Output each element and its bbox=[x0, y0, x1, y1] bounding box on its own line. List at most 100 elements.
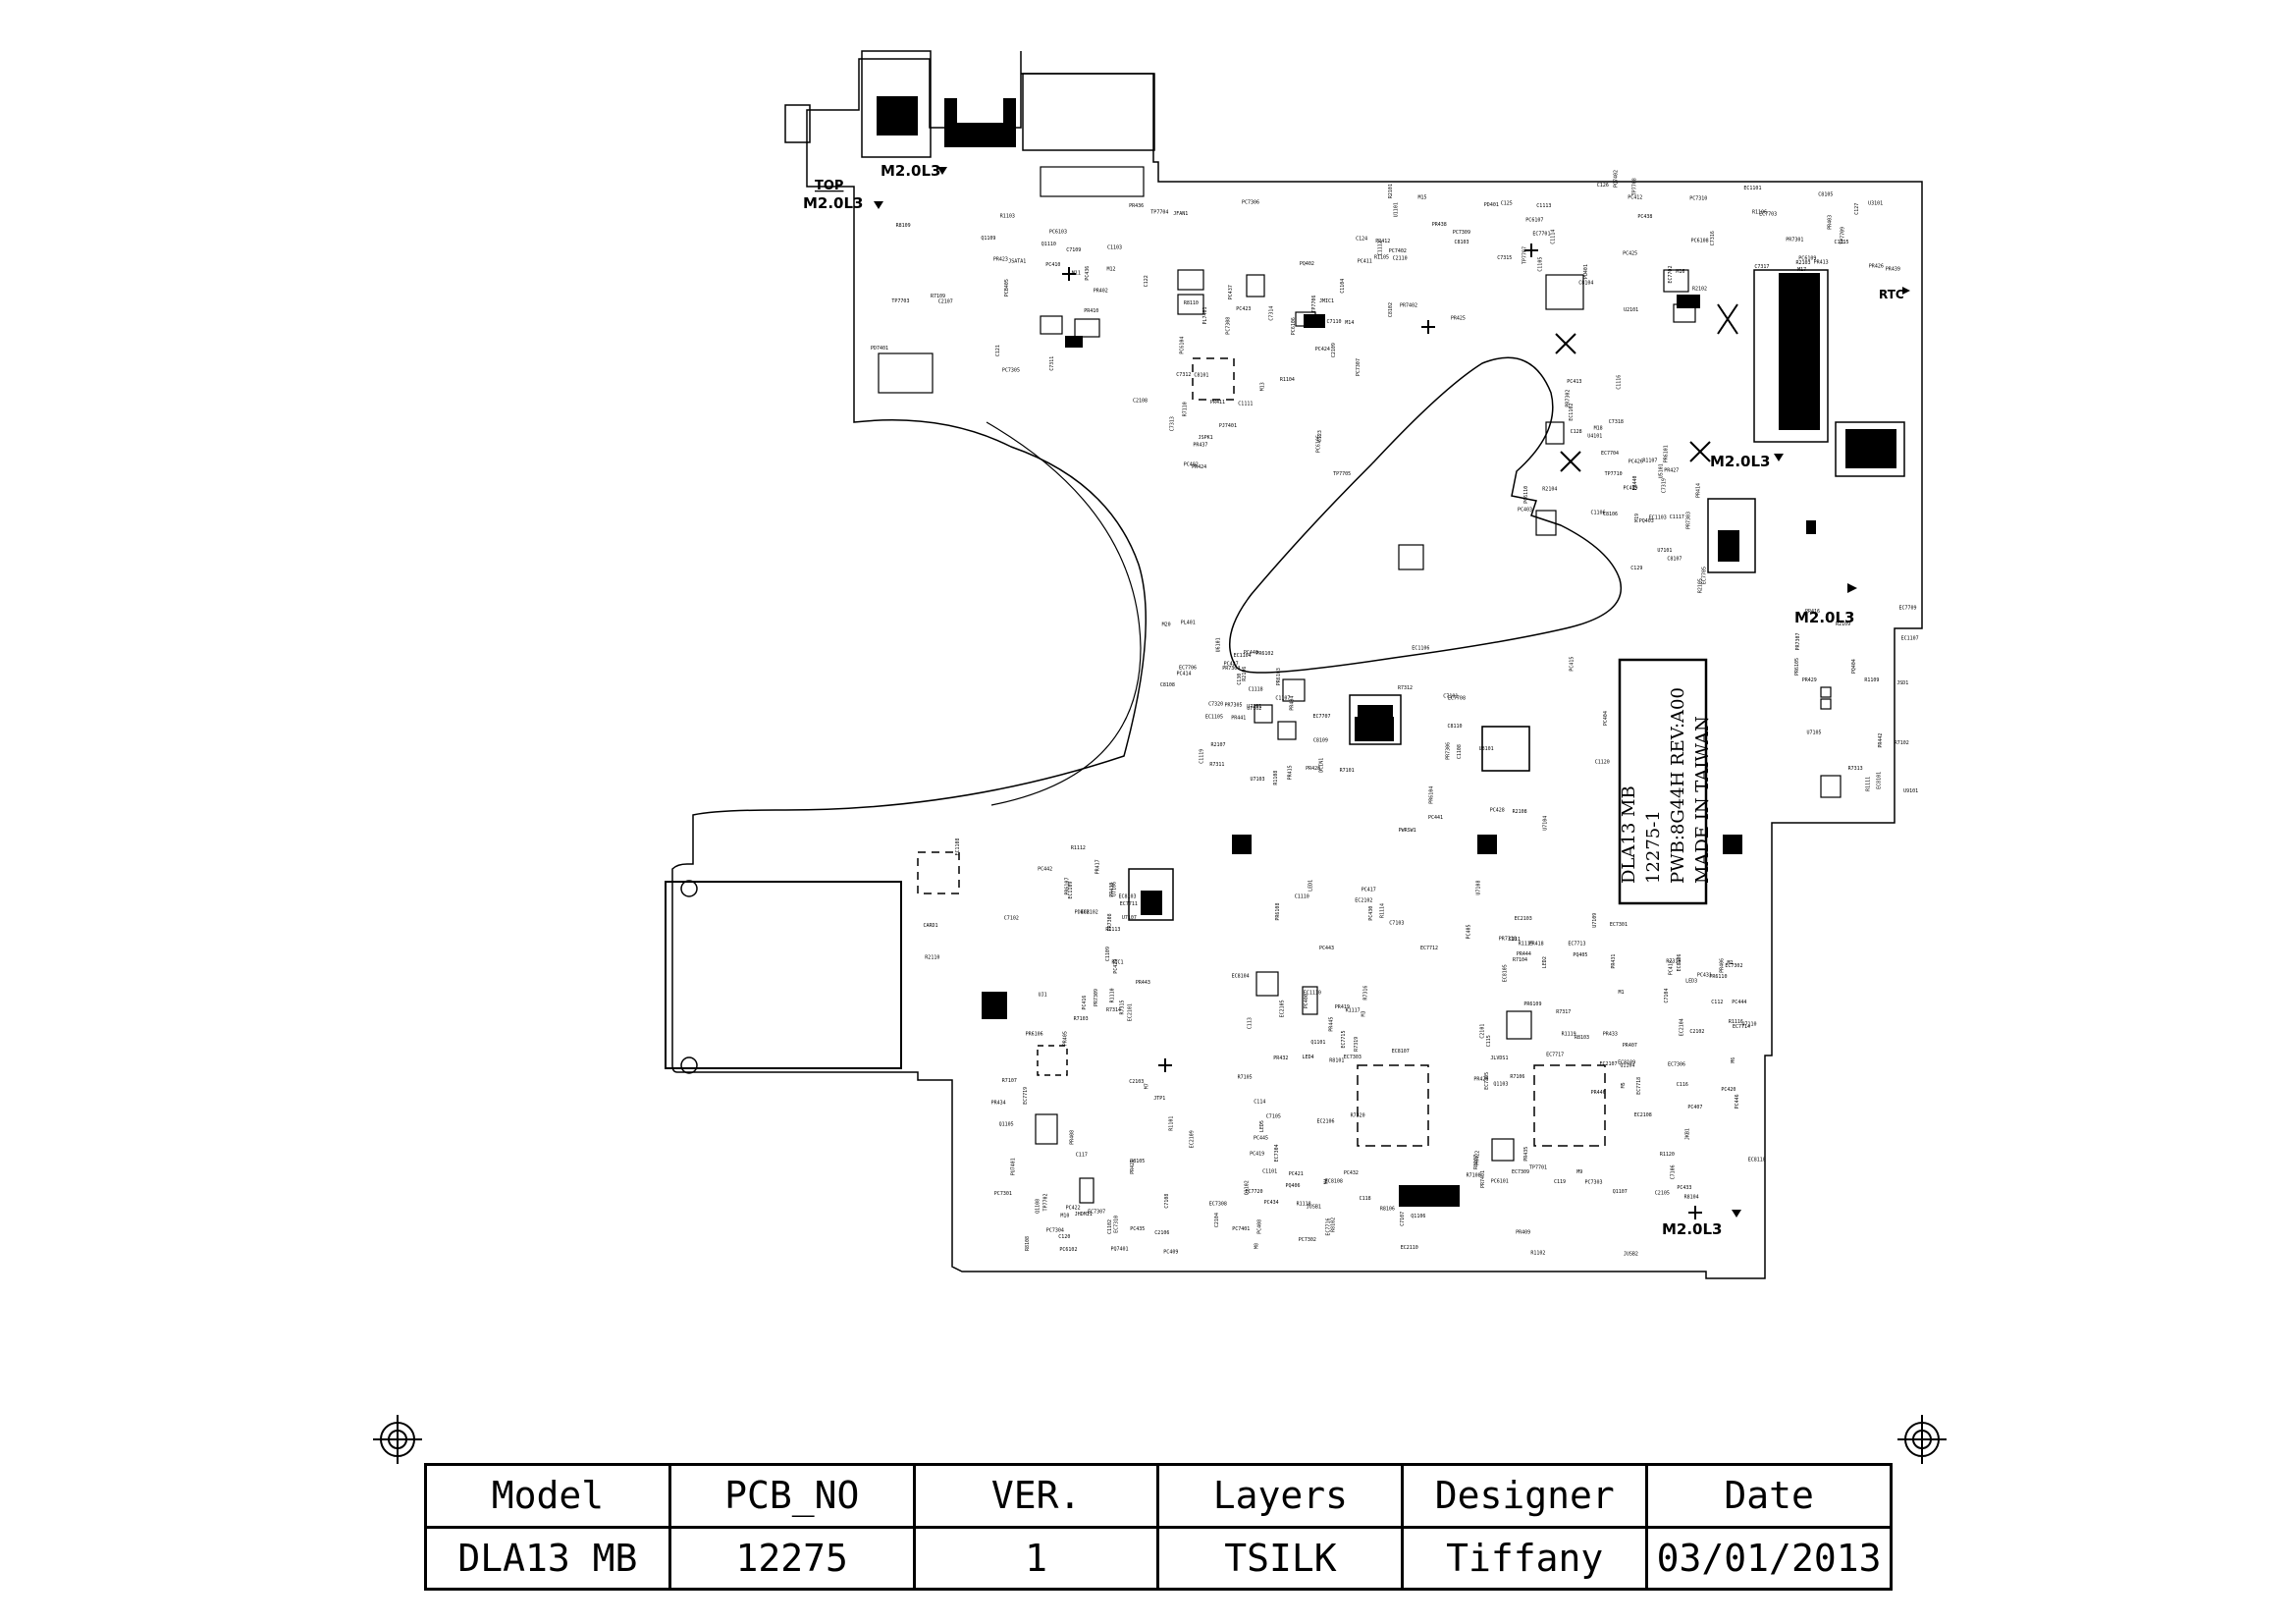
component-designator: M8 bbox=[1254, 1243, 1259, 1249]
fiducial-2 bbox=[1477, 835, 1497, 854]
component-designator: M18 bbox=[1594, 426, 1603, 432]
component-designator: C7316 bbox=[1710, 231, 1716, 245]
component-designator: EC7709 bbox=[1899, 605, 1917, 611]
component-designator: EC1107 bbox=[1901, 635, 1919, 641]
component-designator: R7318 bbox=[1666, 958, 1681, 964]
component-designator: R8105 bbox=[1130, 1159, 1145, 1164]
component-designator: PC439 bbox=[1624, 485, 1638, 491]
chip-ec bbox=[1545, 274, 1584, 310]
component-designator: JUSB2 bbox=[1624, 1252, 1638, 1258]
component-designator: C7101 bbox=[1443, 693, 1458, 699]
component-designator: PQ405 bbox=[1573, 952, 1587, 958]
component-designator: R1112 bbox=[1071, 845, 1086, 851]
component-designator: PC418 bbox=[1669, 960, 1675, 975]
component-designator: PC410 bbox=[1045, 262, 1060, 268]
storage-connector-body bbox=[1779, 273, 1820, 430]
component-designator: R8109 bbox=[896, 223, 911, 229]
component-designator: C8104 bbox=[1578, 280, 1593, 286]
dc-jack-outline bbox=[861, 50, 932, 158]
component-designator: C8110 bbox=[1448, 724, 1463, 730]
component-designator: U7101 bbox=[1657, 548, 1672, 554]
pwb-text: PWB:8G44H REV:A00 bbox=[1668, 687, 1688, 884]
component-designator: PC412 bbox=[1628, 195, 1642, 201]
component-designator: PR406 bbox=[1719, 958, 1725, 973]
component-designator: U7201 bbox=[1247, 704, 1261, 710]
component-designator: R2110 bbox=[925, 955, 939, 961]
component-designator: PR429 bbox=[1802, 677, 1817, 683]
component-designator: C2103 bbox=[1129, 1079, 1144, 1085]
dc-jack-body bbox=[877, 96, 918, 135]
component-designator: PC421 bbox=[1289, 1171, 1304, 1177]
component-designator: TP7705 bbox=[1333, 471, 1351, 477]
component-designator: PC405 bbox=[1467, 924, 1472, 939]
component-designator: PC7306 bbox=[1242, 199, 1259, 205]
component-designator: PC441 bbox=[1428, 815, 1443, 821]
component-designator: C7106 bbox=[1671, 1164, 1677, 1179]
component-designator: U7104 bbox=[1542, 816, 1548, 831]
component-designator: C7108 bbox=[1164, 1194, 1170, 1209]
component-designator: PR7303 bbox=[1685, 512, 1691, 529]
component-designator: PWRSW1 bbox=[1399, 828, 1416, 834]
rtc-battery-holder bbox=[1707, 498, 1756, 573]
component-designator: R7102 bbox=[1895, 740, 1909, 746]
component-designator: C8106 bbox=[1603, 512, 1618, 517]
component-designator: R7314 bbox=[1106, 1007, 1121, 1013]
component-designator: C7102 bbox=[1004, 916, 1019, 922]
component-designator: PQ404 bbox=[1851, 659, 1857, 674]
cross-markers bbox=[1062, 244, 1738, 1219]
chip-outline-dashed-1 bbox=[1192, 357, 1235, 401]
component-designator: R1113 bbox=[1105, 927, 1120, 933]
component-designator: C116 bbox=[1677, 1082, 1688, 1088]
component-designator: PC404 bbox=[1603, 711, 1609, 726]
component-designator: PR419 bbox=[1335, 1004, 1350, 1010]
component-designator: PC6104 bbox=[1179, 337, 1185, 354]
component-designator: EC2110 bbox=[1401, 1245, 1418, 1251]
component-designator: TP7710 bbox=[1605, 471, 1623, 477]
component-designator: U7110 bbox=[1742, 1022, 1757, 1028]
power-inductor-u bbox=[944, 98, 1016, 147]
component-designator: C1120 bbox=[1595, 759, 1610, 765]
component-designator: M1 bbox=[1619, 990, 1625, 996]
component-designator: EC7713 bbox=[1568, 942, 1585, 947]
component-designator: C2107 bbox=[938, 299, 953, 305]
component-designator: PC437 bbox=[1228, 285, 1234, 299]
component-designator: EC7718 bbox=[1636, 1077, 1642, 1095]
battery-connector-body bbox=[1845, 429, 1896, 468]
component-designator: PR7306 bbox=[1446, 742, 1452, 760]
component-designator: PR414 bbox=[1696, 483, 1702, 498]
component-designator: EC7304 bbox=[1274, 1144, 1280, 1162]
component-designator: TP7707 bbox=[1522, 246, 1528, 264]
value-designer: Tiffany bbox=[1401, 1525, 1649, 1591]
value-ver: 1 bbox=[912, 1525, 1160, 1591]
component-designator: PC6110 bbox=[1523, 486, 1529, 504]
component-designator: EC7703 bbox=[1759, 211, 1777, 217]
component-designator: Q1104 bbox=[1620, 1063, 1634, 1069]
component-designator: M11 bbox=[1072, 271, 1081, 277]
component-designator: PR439 bbox=[1886, 266, 1900, 272]
value-model: DLA13 MB bbox=[424, 1525, 671, 1591]
component-designator: C1109 bbox=[1105, 947, 1111, 961]
component-designator: R8103 bbox=[1575, 1035, 1589, 1041]
component-designator: PC444 bbox=[1732, 1000, 1746, 1005]
cpu-power-block bbox=[878, 352, 934, 394]
component-designator: R7104 bbox=[1513, 957, 1527, 963]
component-designator: C117 bbox=[1076, 1153, 1088, 1159]
component-designator: PC435 bbox=[1130, 1226, 1145, 1232]
component-designator: R1119 bbox=[1562, 1032, 1576, 1038]
component-designator: PR6108 bbox=[1275, 903, 1281, 921]
component-designator: U5101 bbox=[1658, 463, 1664, 478]
component-designator: EC2109 bbox=[1190, 1130, 1196, 1148]
component-designator: PU401 bbox=[1583, 264, 1589, 279]
component-designator: PC414 bbox=[1177, 671, 1192, 677]
component-designator: EC7309 bbox=[1512, 1169, 1529, 1175]
component-designator: PC425 bbox=[1623, 251, 1637, 257]
fiducial-1 bbox=[1232, 835, 1252, 854]
component-designator: LED5 bbox=[1259, 1120, 1265, 1132]
component-designator: JSD1 bbox=[1896, 680, 1908, 686]
component-designator: Q1107 bbox=[1613, 1189, 1628, 1195]
component-designator: TP7709 bbox=[1840, 227, 1845, 244]
component-designator: C1103 bbox=[1107, 244, 1122, 250]
component-designator: R1109 bbox=[1864, 677, 1879, 683]
component-designator: EC7708 bbox=[1448, 695, 1466, 701]
